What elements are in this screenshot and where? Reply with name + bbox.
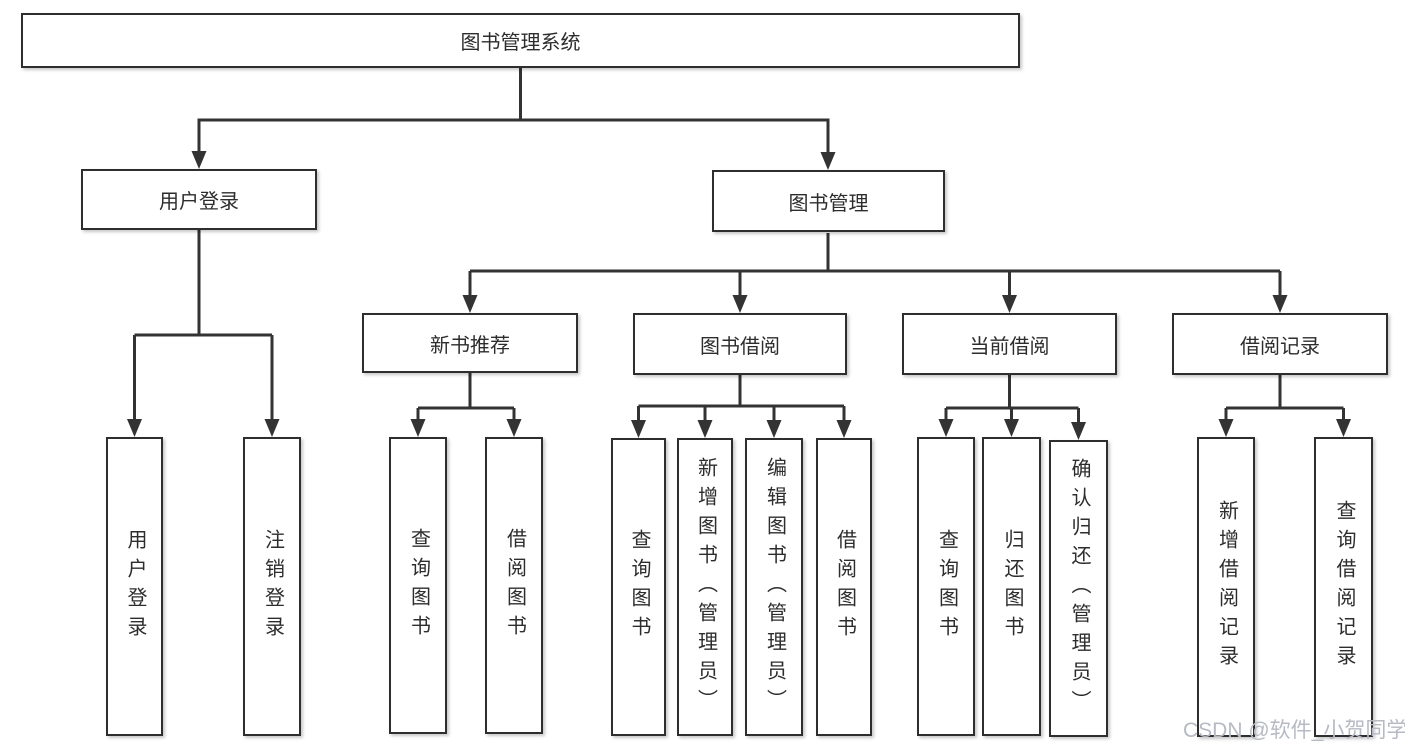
node-leaf-edit-book-admin: 编辑图书（管理员） <box>745 438 803 736</box>
node-leaf-borrow-book: 借阅图书 <box>816 438 872 736</box>
node-leaf-confirm-return-admin: 确认归还（管理员） <box>1049 440 1108 737</box>
node-leaf-query-book-current: 查询图书 <box>917 437 975 736</box>
node-leaf-query-book-borrow-label: 查询图书 <box>628 529 650 645</box>
node-new-book-recommend: 新书推荐 <box>362 313 578 373</box>
node-new-book-recommend-label: 新书推荐 <box>430 334 510 357</box>
node-root-system-label: 图书管理系统 <box>460 32 581 54</box>
node-leaf-confirm-return-admin-label: 确认归还（管理员） <box>1068 458 1090 719</box>
node-leaf-return-book: 归还图书 <box>982 437 1041 736</box>
node-book-borrow: 图书借阅 <box>633 313 847 375</box>
node-user-login-label: 用户登录 <box>159 191 239 213</box>
node-leaf-logout: 注销登录 <box>243 437 301 736</box>
node-book-management: 图书管理 <box>712 170 945 232</box>
node-leaf-query-book-current-label: 查询图书 <box>935 528 958 645</box>
node-leaf-query-book-borrow: 查询图书 <box>611 438 666 736</box>
node-leaf-query-borrow-record-label: 查询借阅记录 <box>1333 500 1355 674</box>
node-current-borrow-label: 当前借阅 <box>969 335 1050 358</box>
node-leaf-add-book-admin: 新增图书（管理员） <box>677 438 733 736</box>
node-leaf-borrow-book-label: 借阅图书 <box>833 529 856 645</box>
node-root-system: 图书管理系统 <box>21 13 1020 68</box>
node-leaf-query-book-recommend-label: 查询图书 <box>407 527 430 644</box>
node-leaf-user-login-label: 用户登录 <box>124 528 146 645</box>
node-leaf-add-book-admin-label: 新增图书（管理员） <box>694 456 717 718</box>
node-leaf-return-book-label: 归还图书 <box>1001 528 1023 645</box>
node-book-management-label: 图书管理 <box>788 192 869 215</box>
node-leaf-borrow-book-recommend: 借阅图书 <box>485 437 543 734</box>
node-leaf-query-borrow-record: 查询借阅记录 <box>1314 437 1373 737</box>
node-leaf-logout-label: 注销登录 <box>261 528 284 645</box>
watermark: CSDN @软件_小贺同学 <box>1183 719 1405 742</box>
node-leaf-borrow-book-recommend-label: 借阅图书 <box>503 527 526 644</box>
node-borrow-records: 借阅记录 <box>1172 313 1388 375</box>
node-leaf-add-borrow-record: 新增借阅记录 <box>1197 437 1255 737</box>
node-book-borrow-label: 图书借阅 <box>700 335 780 358</box>
node-borrow-records-label: 借阅记录 <box>1240 335 1320 358</box>
node-leaf-add-borrow-record-label: 新增借阅记录 <box>1215 500 1238 674</box>
node-current-borrow: 当前借阅 <box>902 313 1117 375</box>
node-leaf-edit-book-admin-label: 编辑图书（管理员） <box>763 456 786 718</box>
node-leaf-user-login: 用户登录 <box>106 437 163 736</box>
node-user-login: 用户登录 <box>81 169 317 230</box>
node-leaf-query-book-recommend: 查询图书 <box>389 437 447 734</box>
